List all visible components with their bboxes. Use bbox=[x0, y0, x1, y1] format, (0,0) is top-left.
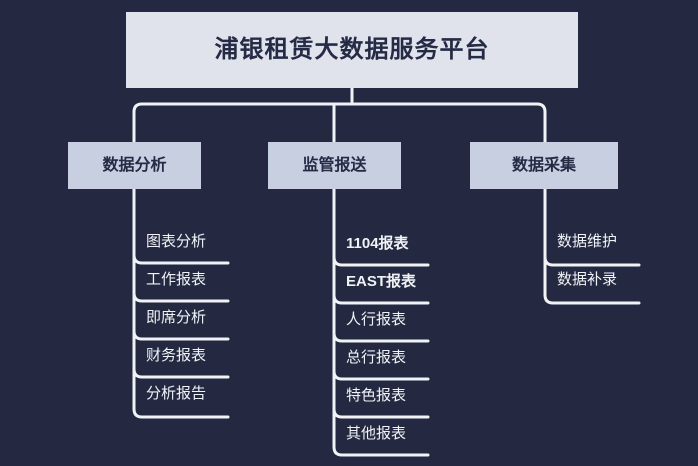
leaf-node[interactable]: EAST报表 bbox=[346, 273, 417, 290]
connector-elbow-col1-4 bbox=[132, 367, 230, 379]
branch-node-label: 数据分析 bbox=[102, 156, 167, 174]
branch-node-label: 监管报送 bbox=[302, 156, 367, 174]
leaf-node[interactable]: 特色报表 bbox=[346, 387, 407, 404]
connector-bus-right bbox=[350, 102, 547, 144]
leaf-node[interactable]: 数据维护 bbox=[557, 233, 618, 250]
connector-elbow-col2-1 bbox=[332, 255, 430, 267]
connector-elbow-col2-3 bbox=[332, 331, 430, 343]
leaf-node[interactable]: 财务报表 bbox=[146, 347, 207, 364]
leaf-node[interactable]: 即席分析 bbox=[146, 309, 207, 326]
leaf-node[interactable]: 1104报表 bbox=[346, 235, 409, 252]
connector-elbow-col2-4 bbox=[332, 369, 430, 381]
leaf-node[interactable]: 人行报表 bbox=[346, 311, 407, 328]
leaf-node[interactable]: 其他报表 bbox=[346, 425, 407, 442]
connector-elbow-col1-1 bbox=[132, 253, 230, 265]
leaf-node[interactable]: 图表分析 bbox=[146, 233, 207, 250]
root-node-label: 浦银租赁大数据服务平台 bbox=[214, 36, 490, 63]
connector-elbow-col1-2 bbox=[132, 291, 230, 303]
connector-elbow-col1-3 bbox=[132, 329, 230, 341]
connector-elbow-col3-1 bbox=[543, 255, 641, 267]
leaf-node[interactable]: 分析报告 bbox=[146, 385, 207, 402]
connector-elbow-col2-2 bbox=[332, 293, 430, 305]
leaf-node[interactable]: 总行报表 bbox=[346, 349, 407, 366]
leaf-node[interactable]: 数据补录 bbox=[557, 271, 618, 288]
connector-elbow-col2-5 bbox=[332, 407, 430, 419]
branch-node-regulatory-reporting[interactable]: 监管报送 bbox=[268, 142, 401, 189]
connector-bus-left bbox=[132, 102, 354, 144]
leaf-node[interactable]: 工作报表 bbox=[146, 271, 207, 288]
branch-node-data-collection[interactable]: 数据采集 bbox=[470, 142, 618, 189]
root-node[interactable]: 浦银租赁大数据服务平台 bbox=[126, 12, 578, 88]
branch-node-data-analysis[interactable]: 数据分析 bbox=[68, 142, 201, 189]
connector-spine-col1 bbox=[132, 187, 230, 419]
branch-node-label: 数据采集 bbox=[511, 156, 576, 174]
